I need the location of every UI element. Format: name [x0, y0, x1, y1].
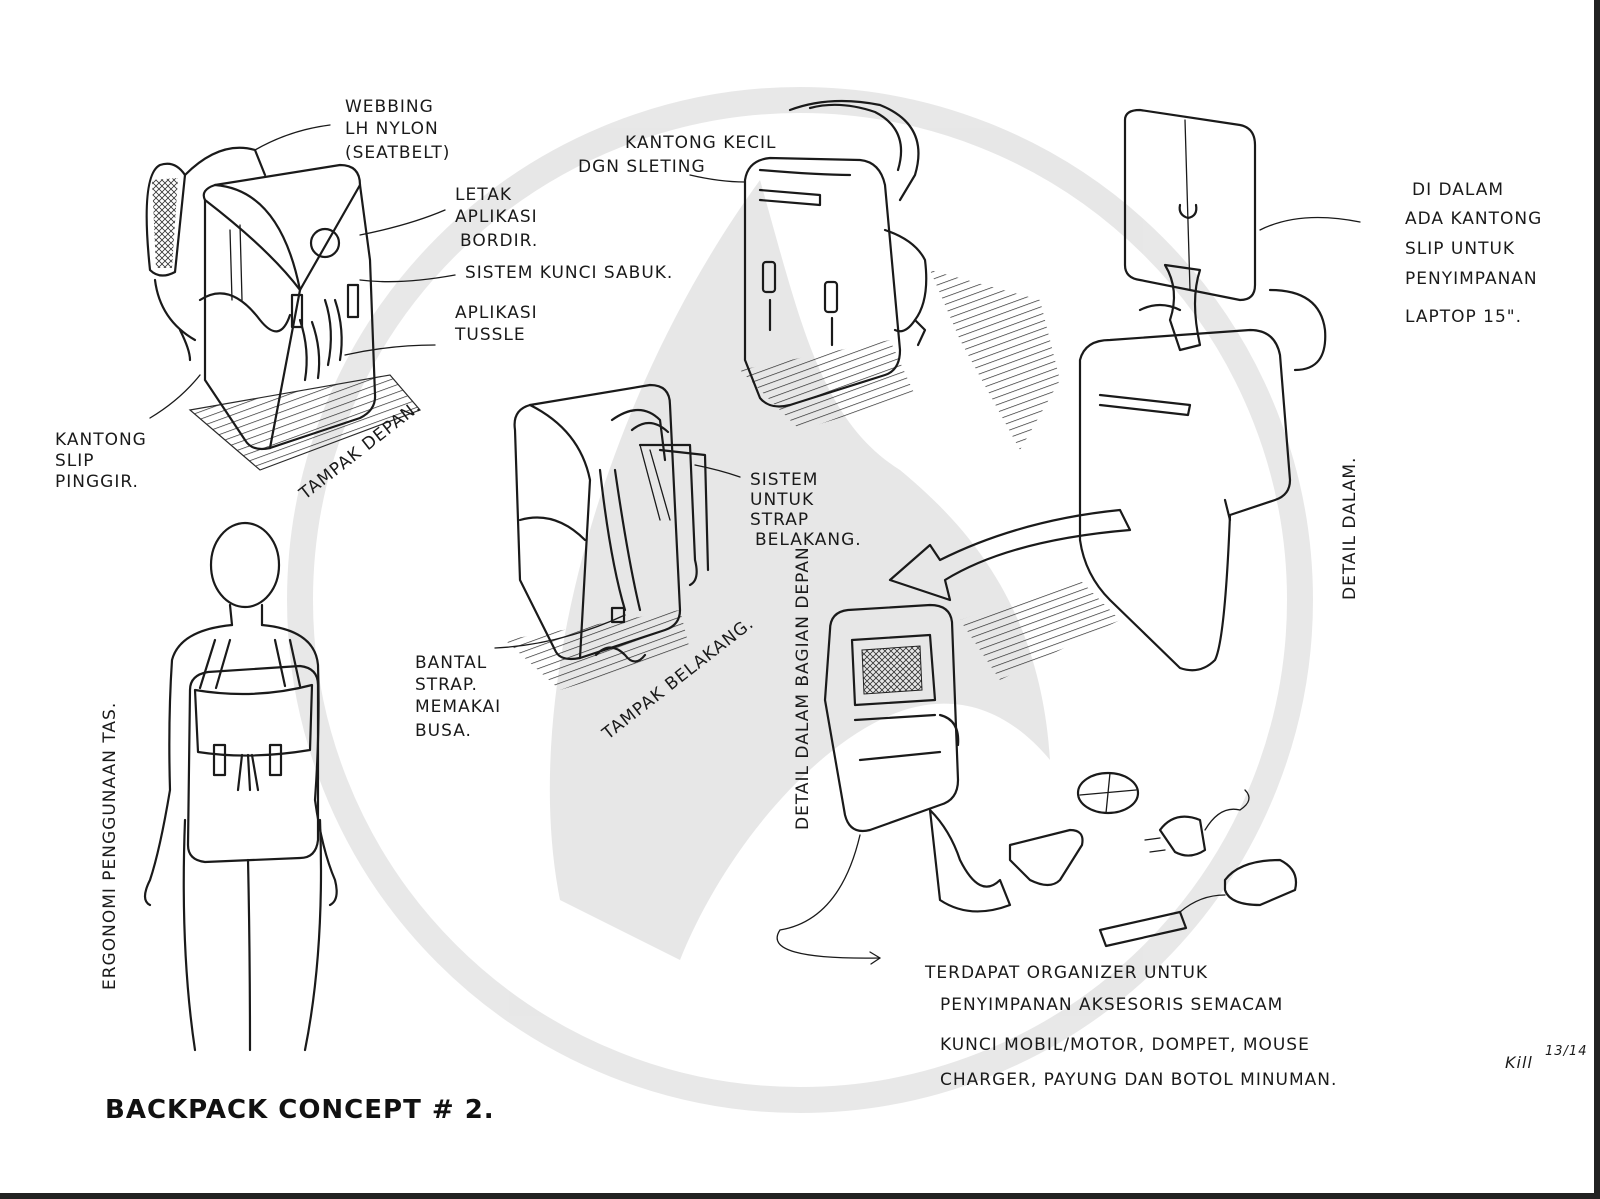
label-inside-detail: DETAIL DALAM.: [1340, 457, 1360, 600]
svg-text:WEBBING: WEBBING: [345, 97, 434, 117]
svg-text:BUSA.: BUSA.: [415, 721, 472, 741]
svg-text:APLIKASI: APLIKASI: [455, 303, 538, 323]
svg-text:DI DALAM: DI DALAM: [1412, 180, 1504, 200]
leader-lines: [149, 124, 1361, 649]
svg-text:APLIKASI: APLIKASI: [455, 207, 538, 227]
page-title: BACKPACK CONCEPT # 2.: [105, 1095, 495, 1125]
svg-text:LH NYLON: LH NYLON: [345, 119, 439, 139]
svg-text:BELAKANG.: BELAKANG.: [755, 530, 862, 550]
annotation-kantong-kecil: KANTONG KECIL DGN SLETING: [578, 133, 777, 177]
svg-text:PENYIMPANAN AKSESORIS SEMACAM: PENYIMPANAN AKSESORIS SEMACAM: [940, 995, 1283, 1015]
front-view-backpack: [145, 146, 422, 471]
svg-text:BANTAL: BANTAL: [415, 653, 487, 673]
svg-text:SISTEM: SISTEM: [750, 470, 818, 490]
svg-text:MEMAKAI: MEMAKAI: [415, 697, 501, 717]
svg-text:LETAK: LETAK: [455, 185, 512, 205]
annotation-bantal-strap: BANTAL STRAP. MEMAKAI BUSA.: [415, 653, 501, 741]
label-ergonomics: ERGONOMI PENGGUNAAN TAS.: [100, 702, 120, 990]
svg-text:Kill: Kill: [1505, 1053, 1533, 1072]
annotation-bordir: LETAK APLIKASI BORDIR.: [455, 185, 538, 251]
svg-text:STRAP: STRAP: [750, 510, 809, 530]
angled-backpack: [740, 99, 928, 430]
svg-text:CHARGER, PAYUNG DAN BOTOL MINU: CHARGER, PAYUNG DAN BOTOL MINUMAN.: [940, 1070, 1337, 1090]
svg-text:ADA KANTONG: ADA KANTONG: [1405, 209, 1542, 229]
svg-text:BORDIR.: BORDIR.: [460, 231, 538, 251]
annotation-strap-system: SISTEM UNTUK STRAP BELAKANG.: [750, 470, 862, 550]
svg-text:KANTONG: KANTONG: [55, 430, 147, 450]
svg-text:PINGGIR.: PINGGIR.: [55, 472, 139, 492]
svg-text:LAPTOP 15".: LAPTOP 15".: [1405, 307, 1522, 327]
signature: Kill 13/14: [1505, 1044, 1587, 1072]
svg-text:UNTUK: UNTUK: [750, 490, 814, 510]
annotation-sabuk: SISTEM KUNCI SABUK.: [465, 263, 673, 283]
inside-detail-backpack: [888, 108, 1327, 680]
annotation-organizer: TERDAPAT ORGANIZER UNTUK PENYIMPANAN AKS…: [924, 963, 1337, 1090]
annotation-laptop-slip: DI DALAM ADA KANTONG SLIP UNTUK PENYIMPA…: [1405, 180, 1542, 327]
annotation-tussle: APLIKASI TUSSLE: [454, 303, 538, 345]
svg-text:TUSSLE: TUSSLE: [454, 325, 526, 345]
back-view-backpack: [505, 383, 710, 690]
svg-text:(SEATBELT): (SEATBELT): [345, 143, 450, 163]
watermark-logo: [287, 87, 1313, 1113]
ergonomics-figure: [143, 521, 338, 1052]
inside-front-detail: [776, 603, 1012, 965]
label-inside-front-detail: DETAIL DALAM BAGIAN DEPAN: [793, 546, 813, 830]
annotation-kantong-slip: KANTONG SLIP PINGGIR.: [55, 430, 147, 492]
svg-text:PENYIMPANAN: PENYIMPANAN: [1405, 269, 1538, 289]
svg-text:SLIP: SLIP: [55, 451, 95, 471]
svg-text:SLIP UNTUK: SLIP UNTUK: [1405, 239, 1515, 259]
annotation-webbing: WEBBING LH NYLON (SEATBELT): [345, 97, 450, 163]
accessories: [1008, 771, 1298, 948]
svg-text:13/14: 13/14: [1545, 1044, 1587, 1059]
svg-text:TERDAPAT ORGANIZER UNTUK: TERDAPAT ORGANIZER UNTUK: [924, 963, 1208, 983]
svg-text:KANTONG KECIL: KANTONG KECIL: [625, 133, 777, 153]
svg-text:KUNCI MOBIL/MOTOR, DOMPET, MOU: KUNCI MOBIL/MOTOR, DOMPET, MOUSE: [940, 1035, 1310, 1055]
svg-text:STRAP.: STRAP.: [415, 675, 478, 695]
svg-text:DGN SLETING: DGN SLETING: [578, 157, 706, 177]
